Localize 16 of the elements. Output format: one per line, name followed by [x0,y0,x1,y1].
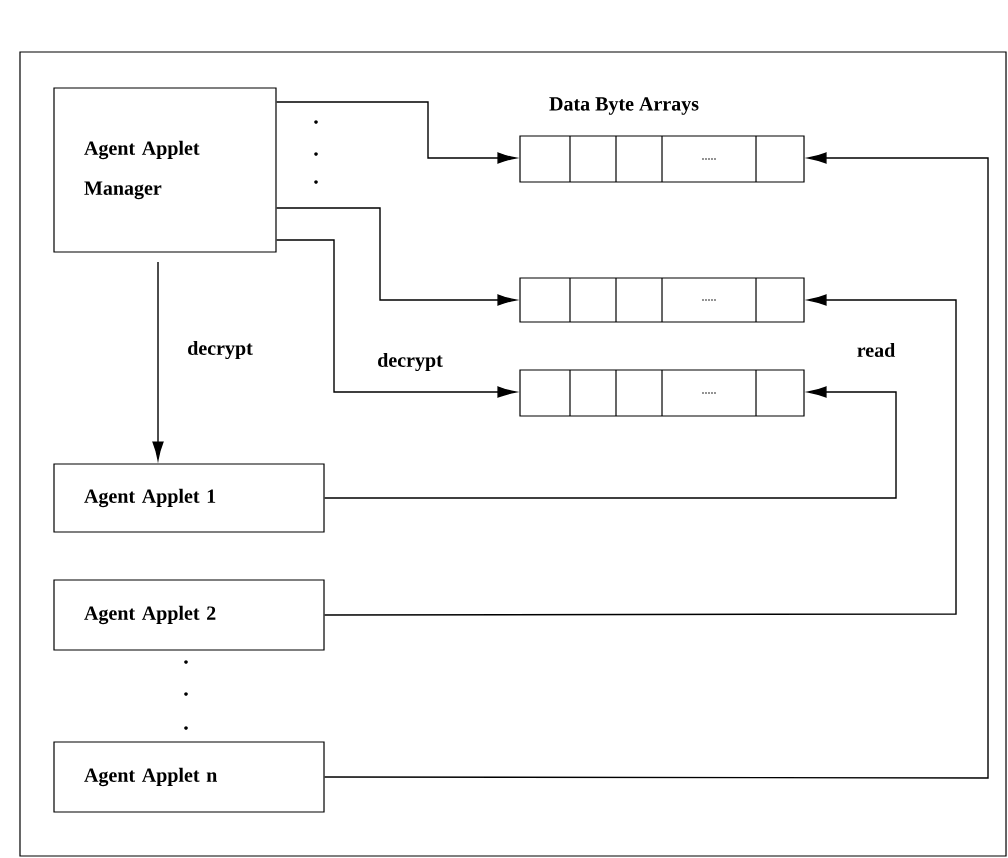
arrow [275,239,517,398]
edge-label: decrypt [185,338,255,362]
arrow [323,294,957,616]
applet-box: Agent Applet 1 [53,463,325,533]
arrow [152,261,164,461]
array-heading: Data Byte Arrays [549,97,699,115]
edge-label: read [854,340,898,360]
arrow [275,207,517,306]
arrow [323,152,989,779]
card-frame [19,51,1007,857]
applet-box: Agent Applet 2 [53,579,325,651]
arrow [323,386,897,499]
arrow [275,101,517,164]
applet-box: Agent Applet n [53,741,325,813]
manager-box: Agent Applet Manager [53,87,277,253]
edge-label: decrypt [375,350,445,374]
